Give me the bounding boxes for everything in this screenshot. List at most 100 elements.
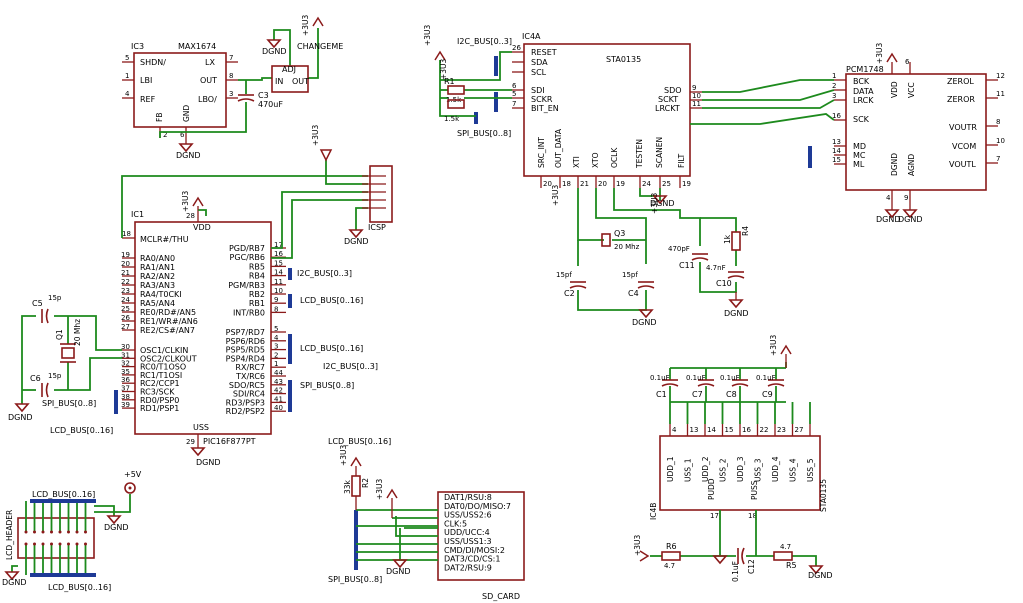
- ic1-pin-number: 25: [121, 305, 130, 313]
- svg-text:24: 24: [642, 180, 651, 188]
- capacitor-c11: 470pF C11: [668, 245, 709, 270]
- svg-text:21: 21: [580, 180, 589, 188]
- svg-text:13: 13: [690, 426, 699, 434]
- svg-text:DGND: DGND: [876, 215, 901, 224]
- svg-text:28: 28: [186, 212, 195, 220]
- svg-text:R5: R5: [786, 561, 797, 570]
- svg-text:4: 4: [886, 194, 891, 202]
- ground-dgnd-11: DGND: [650, 195, 675, 208]
- regulator-adj: ADJ IN OUT: [271, 65, 309, 93]
- ic1-pin-label: RA2/AN2: [140, 272, 175, 281]
- svg-text:SPI_BUS[0..8]: SPI_BUS[0..8]: [300, 381, 354, 390]
- svg-text:+3U3: +3U3: [423, 24, 432, 46]
- svg-text:+3U3: +3U3: [181, 190, 190, 212]
- ic1-pin-label: PSP4/RD4: [226, 354, 265, 363]
- svg-text:USS: USS: [193, 423, 209, 432]
- svg-text:0.1uF: 0.1uF: [731, 561, 740, 582]
- svg-text:R1: R1: [444, 77, 455, 86]
- svg-text:SPI_BUS[0..8]: SPI_BUS[0..8]: [42, 399, 96, 408]
- sd-pin-label: UDD/UCC:4: [444, 528, 490, 537]
- ground-dgnd-9: DGND: [632, 309, 657, 327]
- svg-text:16: 16: [742, 426, 751, 434]
- svg-text:DATA: DATA: [853, 87, 874, 96]
- svg-text:SCANEN: SCANEN: [655, 137, 664, 168]
- svg-text:DGND: DGND: [2, 578, 27, 587]
- ic1-pin-label: RC0/T1OSO: [140, 363, 186, 372]
- svg-text:LCD_BUS[0..16]: LCD_BUS[0..16]: [300, 296, 363, 305]
- svg-text:SD_CARD: SD_CARD: [482, 592, 520, 601]
- svg-text:BIT_EN: BIT_EN: [531, 104, 559, 113]
- svg-text:+5V: +5V: [124, 470, 142, 479]
- svg-text:DGND: DGND: [386, 567, 411, 576]
- sd-pin-label: DAT3/CD/CS:1: [444, 555, 500, 564]
- svg-text:C4: C4: [628, 289, 639, 298]
- svg-text:MC: MC: [853, 151, 866, 160]
- svg-text:AGND: AGND: [907, 154, 916, 176]
- svg-text:VDD: VDD: [193, 223, 211, 232]
- svg-text:VCC: VCC: [907, 82, 916, 98]
- ic1-pin-number: 36: [121, 376, 130, 384]
- svg-text:DGND: DGND: [262, 47, 287, 56]
- svg-text:VCOM: VCOM: [952, 142, 976, 151]
- ic1-pin-label: RA5/AN4: [140, 299, 175, 308]
- supply-3v3-ic4a-2: +3U3: [439, 58, 448, 80]
- svg-text:13: 13: [832, 138, 841, 146]
- svg-text:LBO/: LBO/: [198, 95, 217, 104]
- ic1-pin-label: PSP5/RD5: [226, 346, 265, 355]
- ground-dgnd-13: DGND: [898, 209, 923, 224]
- svg-text:LCD_BUS[0..16]: LCD_BUS[0..16]: [50, 426, 113, 435]
- svg-text:SCKT: SCKT: [658, 95, 678, 104]
- svg-text:+3U3: +3U3: [311, 124, 320, 146]
- capacitor-c3: C3 470uF: [237, 91, 283, 109]
- svg-text:6: 6: [180, 131, 185, 139]
- svg-text:BCK: BCK: [853, 77, 870, 86]
- svg-text:CHANGEME: CHANGEME: [297, 42, 343, 51]
- ic1-pin-label: OSC1/CLKIN: [140, 346, 188, 355]
- ground-dgnd-3: DGND: [8, 403, 33, 422]
- svg-text:DGND: DGND: [808, 571, 833, 580]
- svg-text:+3U3: +3U3: [375, 478, 384, 500]
- svg-text:15pf: 15pf: [622, 271, 638, 279]
- ground-dgnd-4: DGND: [190, 447, 221, 467]
- ic1-pin-number: 4: [274, 334, 279, 342]
- capacitor-c10: 4.7nF C10: [706, 264, 745, 288]
- svg-text:4: 4: [125, 90, 130, 98]
- svg-text:15p: 15p: [48, 294, 62, 302]
- svg-text:LX: LX: [205, 58, 215, 67]
- svg-text:14: 14: [707, 426, 716, 434]
- ic1-pin-number: 27: [121, 323, 130, 331]
- svg-text:8: 8: [229, 72, 233, 80]
- svg-text:SDA: SDA: [531, 58, 548, 67]
- svg-text:SDI: SDI: [531, 86, 545, 95]
- ic4b-pin-label: USS_1: [684, 458, 693, 482]
- svg-text:I2C_BUS[0..3]: I2C_BUS[0..3]: [457, 37, 512, 46]
- svg-text:+3U3: +3U3: [650, 192, 659, 214]
- svg-text:VOUTL: VOUTL: [949, 160, 976, 169]
- svg-text:18: 18: [748, 512, 757, 520]
- svg-text:3: 3: [832, 92, 836, 100]
- svg-text:FILT: FILT: [677, 153, 686, 168]
- ic1-pin-number: 26: [121, 314, 130, 322]
- svg-text:+3U3: +3U3: [439, 58, 448, 80]
- svg-text:LCD_BUS[0..16]: LCD_BUS[0..16]: [32, 490, 95, 499]
- svg-text:DGND: DGND: [104, 523, 129, 532]
- svg-text:9: 9: [692, 84, 696, 92]
- svg-text:VOUTR: VOUTR: [949, 123, 977, 132]
- svg-text:DGND: DGND: [898, 215, 923, 224]
- sd-card-pins: DAT1/RSU:8DAT0/DO/MISO:7USS/USS2:6CLK:5U…: [444, 493, 511, 572]
- lcd-header: LCD_HEADER LCD_BUS[0..16] LCD_BUS[0..16]: [5, 490, 111, 592]
- svg-text:FB: FB: [155, 113, 164, 122]
- ic1-pin-number: 9: [274, 296, 278, 304]
- svg-text:IN: IN: [275, 77, 283, 86]
- svg-text:MCLR#/THU: MCLR#/THU: [140, 235, 189, 244]
- svg-text:IC1: IC1: [131, 210, 144, 219]
- resistor-r3: 1.5k: [444, 99, 465, 123]
- ic1-pin-number: 15: [274, 259, 283, 267]
- resistor-r2: 33k R2: [343, 466, 370, 510]
- cap-value: 0.1uF: [720, 374, 740, 382]
- sd-pin-label: CLK:5: [444, 519, 467, 528]
- svg-text:25: 25: [662, 180, 671, 188]
- ic1-pin-number: 30: [121, 343, 130, 351]
- svg-text:1: 1: [125, 72, 129, 80]
- svg-text:ICSP: ICSP: [368, 223, 386, 232]
